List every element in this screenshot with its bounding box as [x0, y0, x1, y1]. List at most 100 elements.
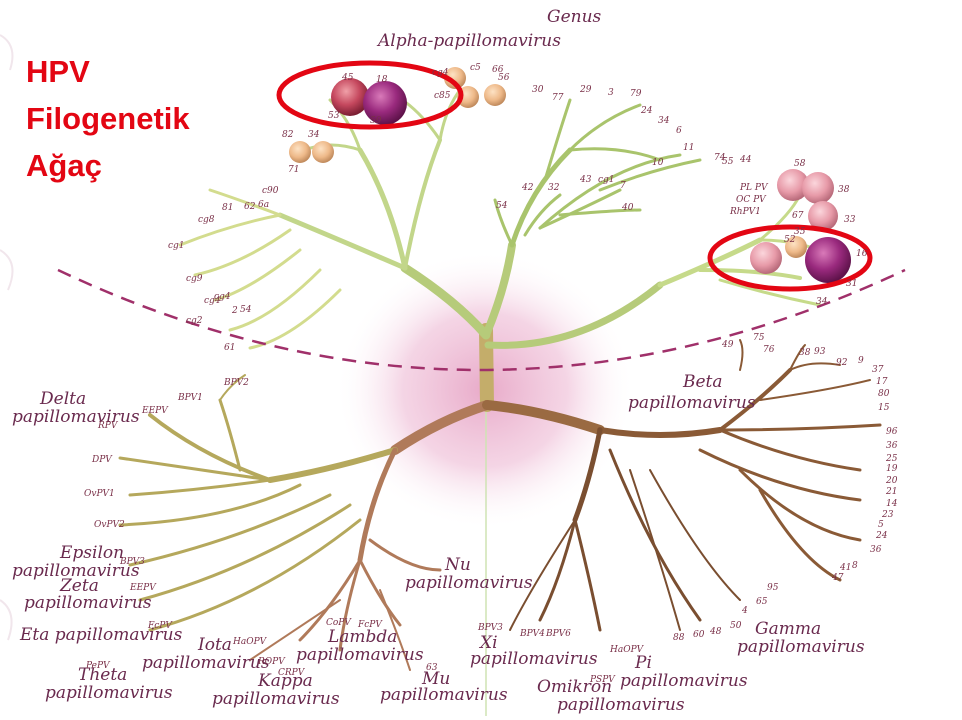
tip-label: BPV1 — [177, 393, 203, 403]
tip-label: 54 — [496, 201, 508, 211]
tip-label: 29 — [579, 85, 592, 95]
tip-label: 59 — [370, 116, 382, 126]
tip-label: 7 — [620, 181, 626, 191]
tip-label: cg8 — [198, 215, 215, 225]
tip-label: 21 — [885, 487, 897, 497]
tip-label: RPV — [97, 421, 119, 431]
tip-label: 80 — [878, 389, 890, 399]
tip-label: 11 — [683, 143, 694, 153]
tip-label: 93 — [814, 347, 826, 357]
tip-label: 20 — [885, 476, 898, 486]
tip-label: 3 — [608, 88, 614, 98]
tip-label: 71 — [288, 165, 299, 175]
tip-label: 92 — [836, 358, 848, 368]
tip-label: 18 — [376, 75, 388, 85]
tip-label: EEPV — [129, 583, 157, 593]
tip-label: HaOPV — [609, 645, 645, 655]
mu-label-line2: papillomavirus — [380, 685, 508, 705]
tip-label: c5 — [470, 63, 481, 73]
tip-label: PePV — [85, 661, 111, 671]
tip-label: OvPV2 — [94, 520, 125, 530]
tip-label: 88 — [673, 633, 685, 643]
tip-label: 75 — [753, 333, 765, 343]
tip-label: c85 — [434, 91, 451, 101]
delta-label-line2: papillomavirus — [12, 407, 140, 427]
tip-label: CRPV — [278, 668, 306, 678]
virus-particle — [312, 141, 334, 163]
tip-label: 45 — [341, 73, 354, 83]
tip-label: cg4 — [214, 292, 231, 302]
beta-label-line1: Beta — [682, 372, 723, 392]
tip-label: PL PV — [739, 183, 769, 193]
tip-label: 8 — [852, 561, 858, 571]
tip-label: 34 — [308, 130, 320, 140]
tip-label: 6 — [676, 126, 682, 136]
tip-label: 34 — [658, 116, 670, 126]
tip-label: 5 — [878, 520, 884, 530]
tip-label: CoPV — [326, 618, 352, 628]
tip-label: 25 — [885, 454, 898, 464]
iota-label-line1: Iota — [197, 635, 232, 655]
tip-label: 36 — [870, 545, 882, 555]
tip-label: 6a — [258, 200, 269, 210]
tip-label: cg9 — [186, 274, 203, 284]
theta-label-line2: papillomavirus — [45, 683, 173, 703]
virus-particle — [802, 172, 834, 204]
tip-label: 50 — [730, 621, 742, 631]
tip-label: 24 — [640, 106, 653, 116]
alpha-label: Alpha-papillomavirus — [376, 31, 561, 51]
tip-label: 53 — [328, 111, 340, 121]
tip-label: OvPV1 — [84, 489, 115, 499]
lambda-label-line1: Lambda — [327, 627, 397, 647]
tip-label: HaOPV — [232, 637, 268, 647]
tip-label: 56 — [498, 73, 510, 83]
pi-label-line2: papillomavirus — [620, 671, 748, 691]
tip-label: 37 — [872, 365, 884, 375]
tip-label: PSPV — [589, 675, 616, 685]
virus-particle — [484, 84, 506, 106]
tip-label: 40 — [621, 203, 634, 213]
tip-label: OC PV — [736, 195, 767, 205]
tip-label: 95 — [767, 583, 779, 593]
tip-label: 33 — [844, 215, 856, 225]
tip-label: 58 — [794, 159, 806, 169]
tip-label: 38 — [799, 348, 811, 358]
tip-label: BPV6 — [545, 629, 571, 639]
tip-label: 9 — [858, 356, 864, 366]
tip-label: 79 — [630, 89, 642, 99]
lambda-label-line2: papillomavirus — [296, 645, 424, 665]
tip-labels-alpha-left: cg1cg8cg4cg9cg2cg425461c9081626a — [168, 186, 279, 353]
tip-label: 63 — [426, 663, 438, 673]
tip-label: 54 — [240, 305, 252, 315]
tip-label: 23 — [881, 510, 894, 520]
tip-label: 24 — [875, 531, 888, 541]
tip-label: 36 — [886, 441, 898, 451]
background-swirl — [0, 35, 12, 70]
tip-label: BPV2 — [223, 378, 249, 388]
tip-label: BPV3 — [477, 623, 503, 633]
tip-label: 42 — [521, 183, 534, 193]
tip-label: 4 — [741, 606, 748, 616]
omikron-label-line2: papillomavirus — [557, 695, 685, 715]
tip-label: 34 — [816, 297, 828, 307]
kappa-label-line2: papillomavirus — [212, 689, 340, 709]
zeta-label-line2: papillomavirus — [24, 593, 152, 613]
epsilon-label-line1: Epsilon — [59, 543, 124, 563]
tip-label: 30 — [532, 85, 544, 95]
virus-particle — [750, 242, 782, 274]
tip-label: 41 — [839, 563, 851, 573]
tip-label: 31 — [846, 279, 857, 289]
tip-label: 35 — [794, 227, 806, 237]
genus-word-label: Genus — [547, 7, 602, 27]
tip-label: 82 — [282, 130, 294, 140]
delta-label-line1: Delta — [39, 389, 86, 409]
tip-label: EEPV — [141, 406, 169, 416]
tip-label: 44 — [739, 155, 752, 165]
tip-label: 19 — [886, 464, 898, 474]
tip-label: 2 — [231, 306, 238, 316]
pi-label-line1: Pi — [634, 653, 652, 673]
tip-label: ROPV — [257, 657, 286, 667]
tip-label: 77 — [552, 93, 564, 103]
tip-label: 38 — [838, 185, 850, 195]
